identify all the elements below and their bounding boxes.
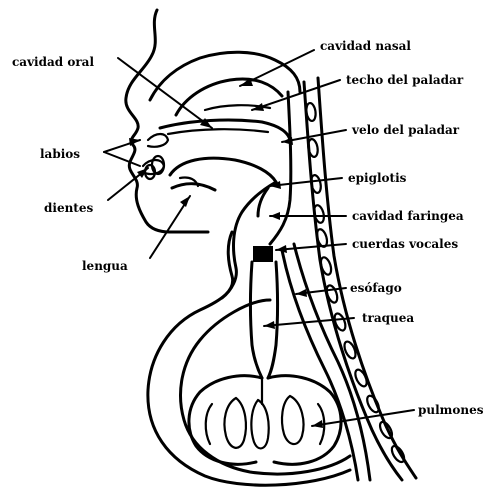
pharynx bbox=[222, 92, 291, 298]
label-labios: labios bbox=[40, 147, 80, 161]
palate bbox=[160, 120, 290, 140]
vertebra bbox=[353, 368, 369, 388]
label-pulmones: pulmones bbox=[418, 403, 484, 417]
label-cuerdas-vocales: cuerdas vocales bbox=[352, 237, 458, 251]
label-cavidad-nasal: cavidad nasal bbox=[320, 39, 411, 53]
label-cavidad-oral: cavidad oral bbox=[12, 55, 94, 69]
lungs-drawing bbox=[189, 376, 341, 465]
lips-teeth bbox=[143, 134, 168, 179]
label-epiglotis: epiglotis bbox=[348, 171, 407, 185]
tongue bbox=[170, 158, 276, 190]
label-cavidad-faringea: cavidad faringea bbox=[352, 209, 464, 223]
label-techo-del-paladar: techo del paladar bbox=[346, 73, 464, 87]
vertebra bbox=[389, 444, 406, 464]
label-esofago: esófago bbox=[350, 281, 402, 295]
label-dientes: dientes bbox=[44, 201, 93, 215]
label-velo-del-paladar: velo del paladar bbox=[351, 123, 460, 137]
label-lengua: lengua bbox=[82, 259, 128, 273]
label-traquea: traquea bbox=[362, 311, 414, 325]
vocal-cords-shape bbox=[253, 246, 273, 262]
trachea-tube bbox=[251, 262, 278, 378]
nasal-cavity bbox=[150, 52, 300, 115]
vertebra bbox=[365, 394, 381, 414]
vertebra bbox=[378, 420, 395, 440]
